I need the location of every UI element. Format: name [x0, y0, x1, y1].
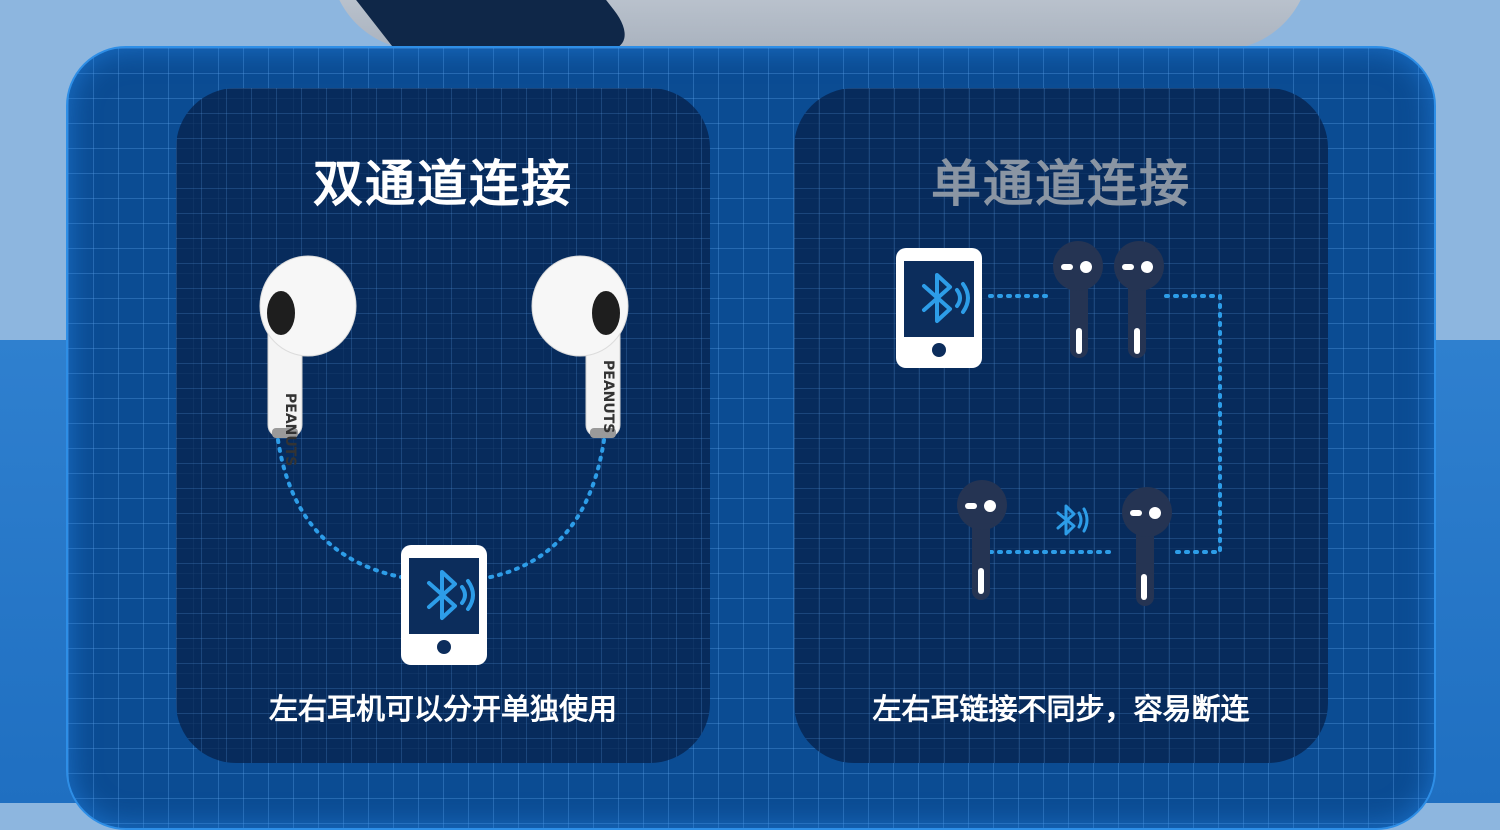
- earbud-right-icon: PEANUTS: [531, 255, 629, 438]
- earbud-icon: [1122, 487, 1172, 606]
- phone-icon: [896, 248, 982, 368]
- bluetooth-icon: [427, 570, 475, 620]
- connection-arc-right: [484, 438, 606, 580]
- single-channel-title: 单通道连接: [931, 155, 1191, 213]
- dual-channel-title: 双通道连接: [313, 155, 573, 213]
- bluetooth-icon: [922, 273, 970, 323]
- phone-icon: [401, 545, 487, 665]
- dual-channel-card: 双通道连接 PEANUTS PEANUTS: [176, 88, 710, 763]
- earbud-icon: [957, 480, 1007, 600]
- dual-channel-caption: 左右耳机可以分开单独使用: [268, 692, 617, 726]
- connection-arc-left: [276, 438, 408, 580]
- single-channel-illustration: [896, 241, 1222, 606]
- bluetooth-icon: [1056, 504, 1089, 536]
- earbud-left-brand: PEANUTS: [282, 393, 298, 466]
- single-channel-card: 单通道连接: [794, 88, 1328, 763]
- earbud-left-icon: PEANUTS: [259, 255, 357, 466]
- earbud-icon: [1114, 241, 1164, 358]
- dual-channel-illustration: PEANUTS PEANUTS: [259, 255, 629, 665]
- earbud-icon: [1053, 241, 1103, 358]
- connection-lines: [988, 294, 1222, 554]
- earbud-right-brand: PEANUTS: [600, 360, 616, 433]
- single-channel-caption: 左右耳链接不同步，容易断连: [872, 692, 1250, 726]
